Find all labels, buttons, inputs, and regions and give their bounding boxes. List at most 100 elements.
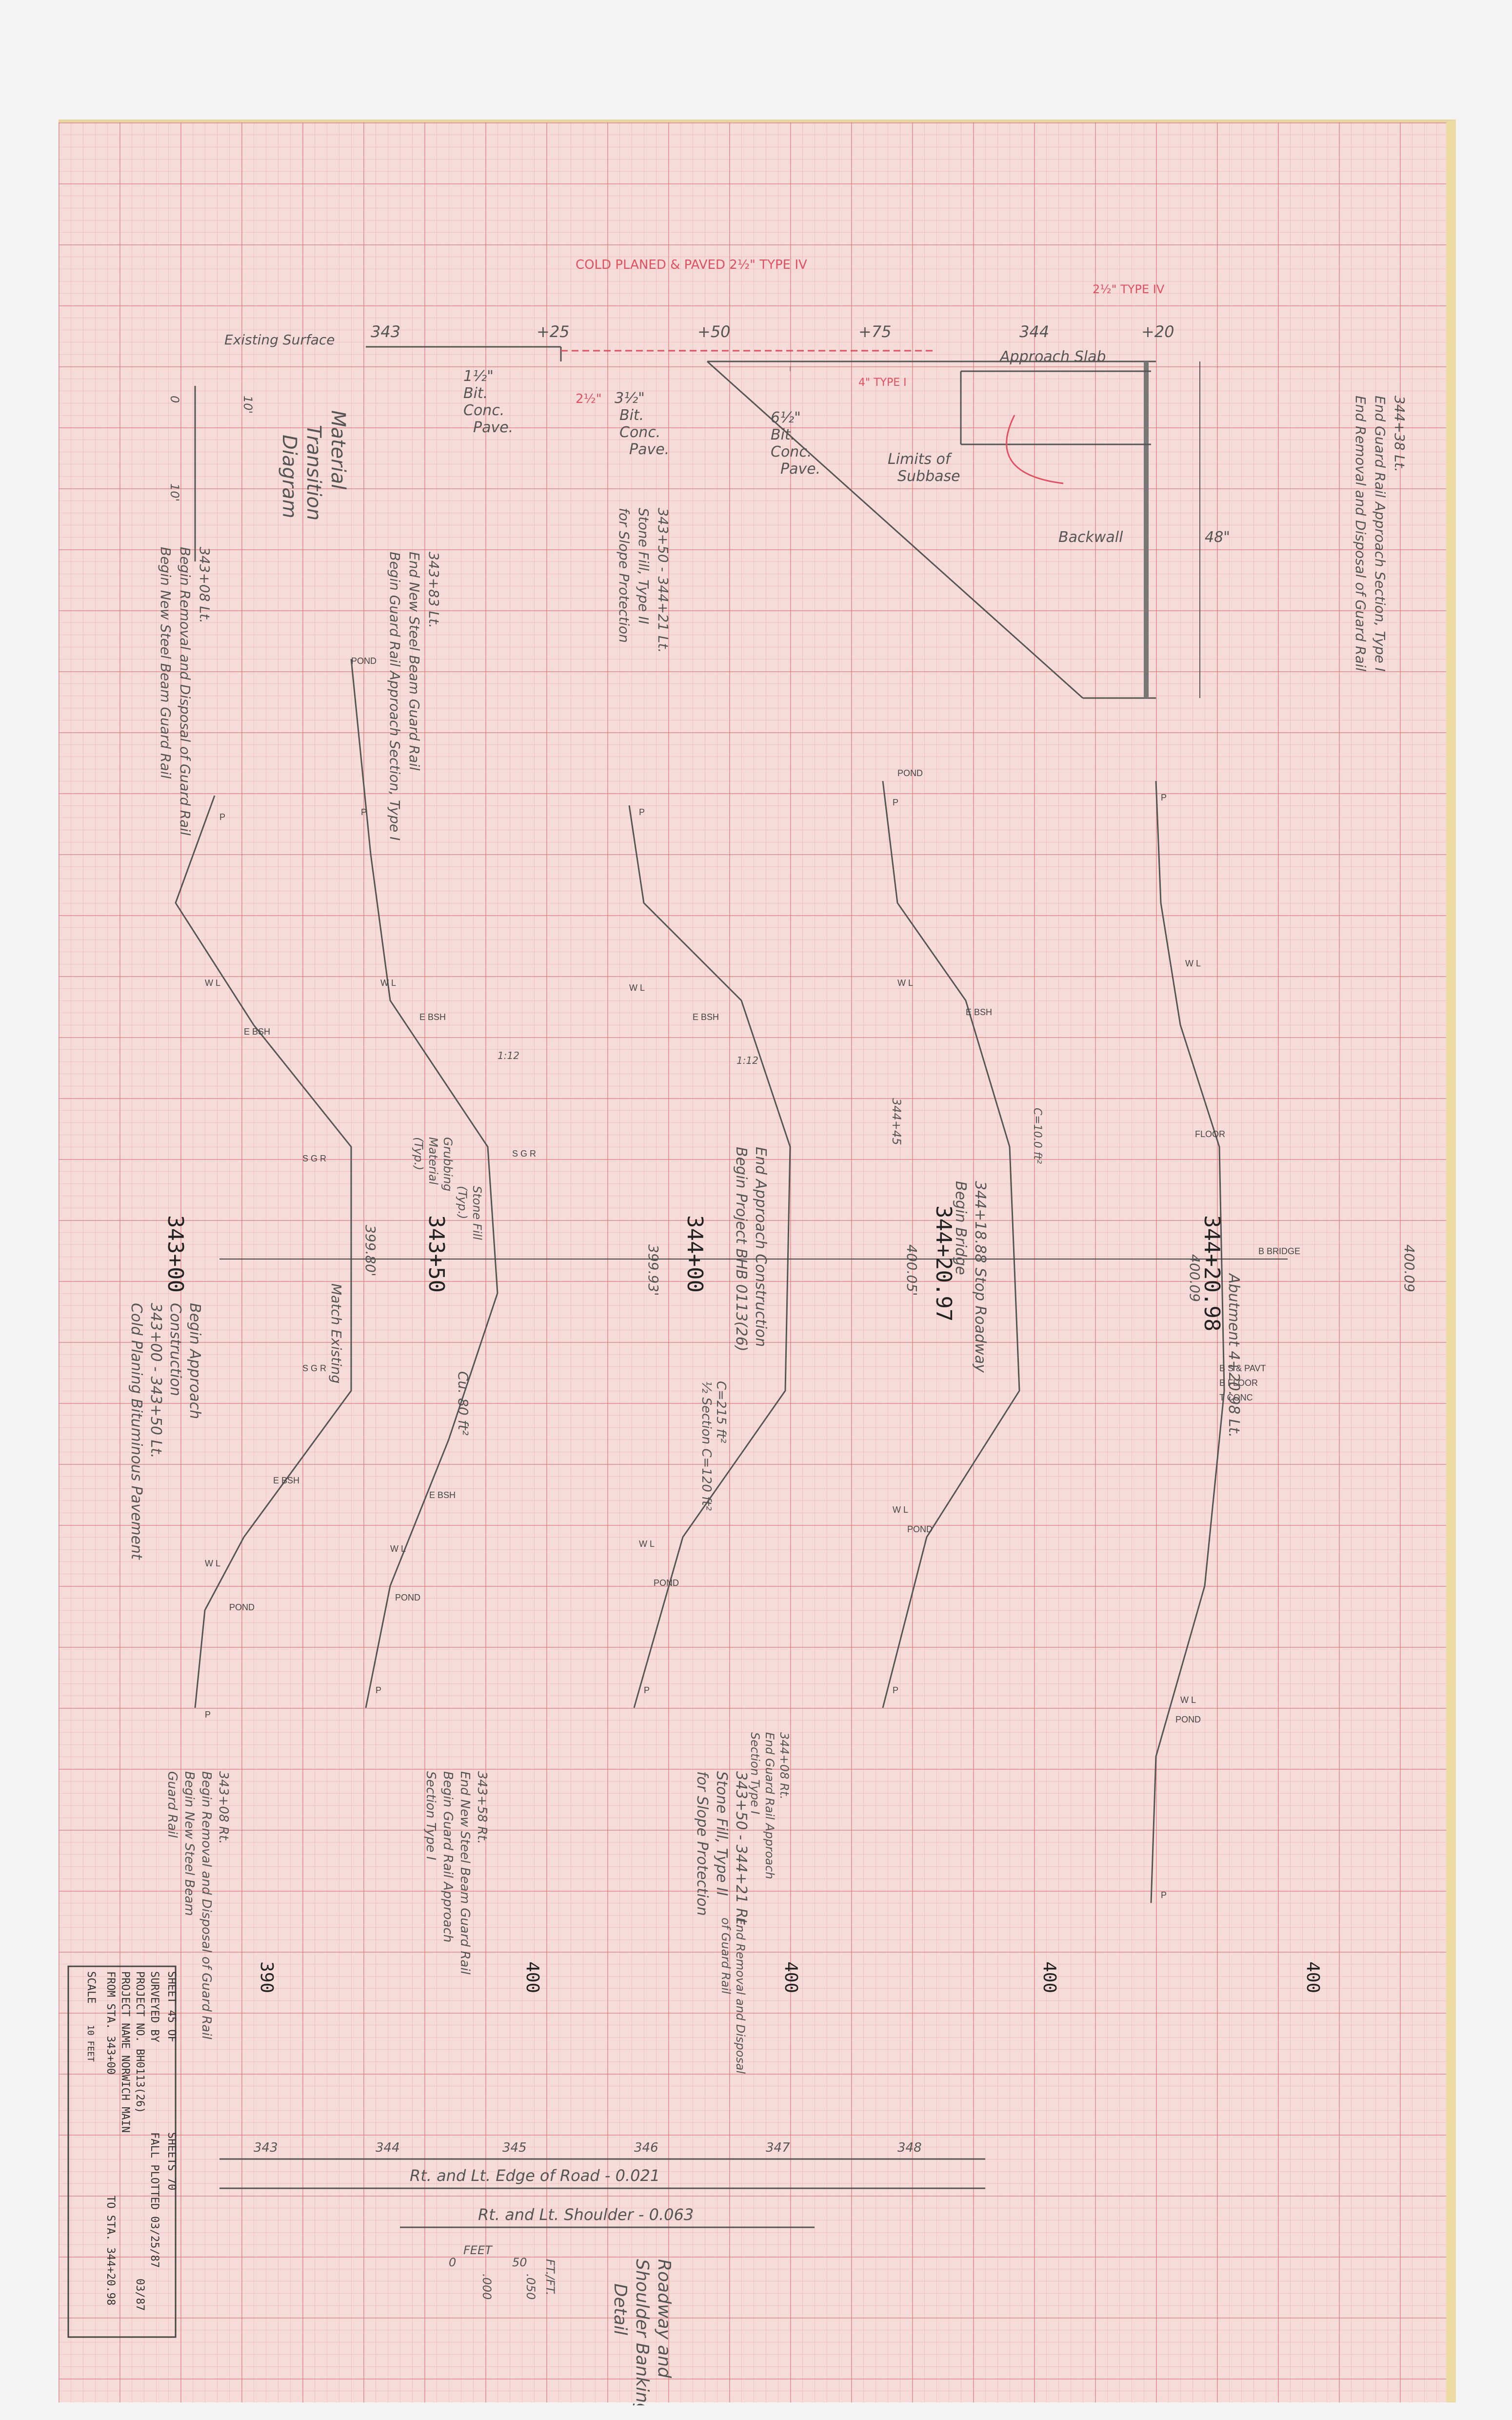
svg-text:½ Section C=120 ft²: ½ Section C=120 ft² (699, 1381, 714, 1511)
svg-text:Limits of: Limits of (888, 451, 953, 468)
svg-text:Section Type I: Section Type I (423, 1771, 438, 1860)
station-344-20-97: 344+20.97 (931, 1205, 956, 1321)
bottom-notes: 343+08 Rt. Begin Removal and Disposal of… (165, 1732, 791, 2074)
section-notes: Begin Approach Construction 343+00 - 343… (128, 1098, 1417, 1560)
svg-text:P: P (376, 1685, 381, 1695)
svg-text:2½": 2½" (576, 392, 602, 406)
station-344-20-98: 344+20.98 (1199, 1215, 1224, 1331)
svg-text:P: P (644, 1685, 650, 1695)
svg-text:6½": 6½" (771, 409, 801, 426)
svg-text:E BSH: E BSH (966, 1007, 992, 1017)
svg-text:Subbase: Subbase (897, 468, 960, 485)
svg-text:E BSH: E BSH (244, 1027, 270, 1037)
svg-text:W L: W L (1185, 959, 1201, 968)
svg-text:10 FEET: 10 FEET (85, 2025, 96, 2062)
svg-text:3½": 3½" (615, 390, 645, 407)
svg-text:Begin Removal and Disposal of: Begin Removal and Disposal of Guard Rail (199, 1771, 214, 2040)
svg-text:Match Existing: Match Existing (328, 1283, 344, 1383)
svg-text:344+18.88 Stop Roadway: 344+18.88 Stop Roadway (972, 1181, 989, 1373)
svg-text:Begin Guard Rail Approach: Begin Guard Rail Approach (440, 1771, 455, 1942)
svg-text:344: 344 (376, 2140, 400, 2155)
svg-text:343+83 Lt.: 343+83 Lt. (426, 552, 442, 628)
svg-text:P: P (361, 807, 367, 817)
svg-text:343: 343 (371, 322, 400, 341)
svg-text:Construction: Construction (167, 1303, 184, 1396)
svg-text:1:12: 1:12 (736, 1055, 758, 1066)
svg-text:for Slope Protection: for Slope Protection (694, 1771, 711, 1916)
svg-text:Pave.: Pave. (780, 460, 820, 478)
svg-text:S G R: S G R (512, 1149, 536, 1159)
svg-text:for Slope Protection: for Slope Protection (616, 508, 632, 643)
svg-text:344+38 Lt.: 344+38 Lt. (1392, 396, 1408, 472)
red-cold-planed-note: COLD PLANED & PAVED 2½" TYPE IV (576, 258, 807, 272)
svg-text:400.05': 400.05' (904, 1244, 920, 1296)
svg-text:W L: W L (390, 1544, 406, 1554)
svg-text:E BSH: E BSH (693, 1012, 719, 1022)
svg-text:Begin Approach: Begin Approach (186, 1303, 203, 1419)
svg-text:FALL PLOTTED 03/25/87: FALL PLOTTED 03/25/87 (148, 2132, 160, 2268)
svg-text:343+58 Rt.: 343+58 Rt. (475, 1771, 489, 1844)
svg-text:50: 50 (512, 2256, 527, 2269)
svg-text:SCALE: SCALE (85, 1971, 97, 2003)
svg-text:400.09: 400.09 (1401, 1244, 1417, 1292)
svg-text:P: P (893, 1685, 898, 1695)
svg-text:343+50 - 344+21 Lt.: 343+50 - 344+21 Lt. (655, 508, 671, 653)
svg-text:SHEETS 70: SHEETS 70 (165, 2132, 178, 2190)
svg-text:POND: POND (351, 656, 377, 666)
svg-text:Cold Planing Bituminous Paveme: Cold Planing Bituminous Pavement (128, 1303, 145, 1560)
svg-text:FEET: FEET (463, 2243, 493, 2257)
svg-text:SURVEYED BY: SURVEYED BY (148, 1971, 160, 2042)
svg-text:P: P (219, 812, 225, 822)
svg-text:POND: POND (229, 1602, 255, 1612)
svg-text:E BSH: E BSH (273, 1476, 299, 1485)
svg-text:+20: +20 (1141, 322, 1174, 341)
svg-text:P: P (205, 1710, 211, 1720)
svg-text:344+45: 344+45 (890, 1098, 903, 1145)
svg-text:W L: W L (893, 1505, 908, 1515)
svg-text:Abutment 4+20.98 Lt.: Abutment 4+20.98 Lt. (1225, 1273, 1242, 1438)
svg-text:Conc.: Conc. (463, 402, 504, 419)
svg-text:B BRIDGE: B BRIDGE (1258, 1246, 1300, 1256)
svg-text:Begin New Steel Beam Guard Rai: Begin New Steel Beam Guard Rail (158, 547, 174, 779)
svg-text:10': 10' (241, 396, 255, 414)
svg-text:FT./FT.: FT./FT. (543, 2259, 557, 2296)
svg-text:.050: .050 (524, 2274, 537, 2300)
svg-text:Pave.: Pave. (629, 441, 669, 458)
svg-text:C=10.0 ft²: C=10.0 ft² (1031, 1108, 1043, 1164)
svg-text:399.80': 399.80' (362, 1225, 378, 1277)
drawing-sheet: COLD PLANED & PAVED 2½" TYPE IV 2½" TYPE… (59, 120, 1456, 2405)
svg-text:400: 400 (1303, 1961, 1323, 1993)
svg-text:400: 400 (781, 1961, 801, 1993)
svg-text:S G R: S G R (302, 1363, 326, 1373)
svg-text:SHEET 45 OF: SHEET 45 OF (165, 1971, 178, 2042)
svg-text:Detail: Detail (610, 2283, 630, 2335)
svg-text:Bit.: Bit. (619, 407, 644, 424)
svg-text:Bit.: Bit. (463, 385, 488, 402)
svg-text:P: P (893, 798, 898, 807)
svg-text:343: 343 (254, 2140, 278, 2155)
svg-text:0: 0 (168, 396, 181, 403)
svg-text:346: 346 (634, 2140, 658, 2155)
svg-text:POND: POND (1175, 1715, 1201, 1724)
svg-text:E BSH: E BSH (429, 1490, 456, 1500)
svg-text:343+08 Lt.: 343+08 Lt. (197, 547, 213, 623)
svg-text:(Typ.): (Typ.) (412, 1137, 425, 1170)
svg-text:Conc.: Conc. (619, 424, 660, 441)
svg-text:FLOOR: FLOOR (1195, 1129, 1225, 1139)
title-block: SCALE 10 FEET FROM STA. 343+00 TO STA. 3… (67, 1965, 178, 2338)
svg-text:POND: POND (907, 1524, 933, 1534)
svg-text:Begin Bridge: Begin Bridge (952, 1181, 969, 1275)
svg-text:W L: W L (205, 978, 220, 988)
svg-text:03/87: 03/87 (134, 2279, 146, 2311)
svg-text:.000: .000 (480, 2274, 494, 2300)
svg-text:348: 348 (897, 2140, 922, 2155)
station-343-50: 343+50 (424, 1215, 449, 1293)
svg-text:End Guard Rail Approach: End Guard Rail Approach (763, 1732, 776, 1879)
svg-text:(Typ.): (Typ.) (456, 1186, 469, 1219)
svg-text:Stone Fill: Stone Fill (470, 1186, 484, 1240)
svg-text:Diagram: Diagram (278, 435, 300, 519)
svg-text:POND: POND (395, 1593, 420, 1602)
edge-of-road-label: Rt. and Lt. Edge of Road - 0.021 (410, 2166, 660, 2185)
svg-text:S G R: S G R (302, 1154, 326, 1163)
svg-text:+75: +75 (858, 322, 892, 341)
